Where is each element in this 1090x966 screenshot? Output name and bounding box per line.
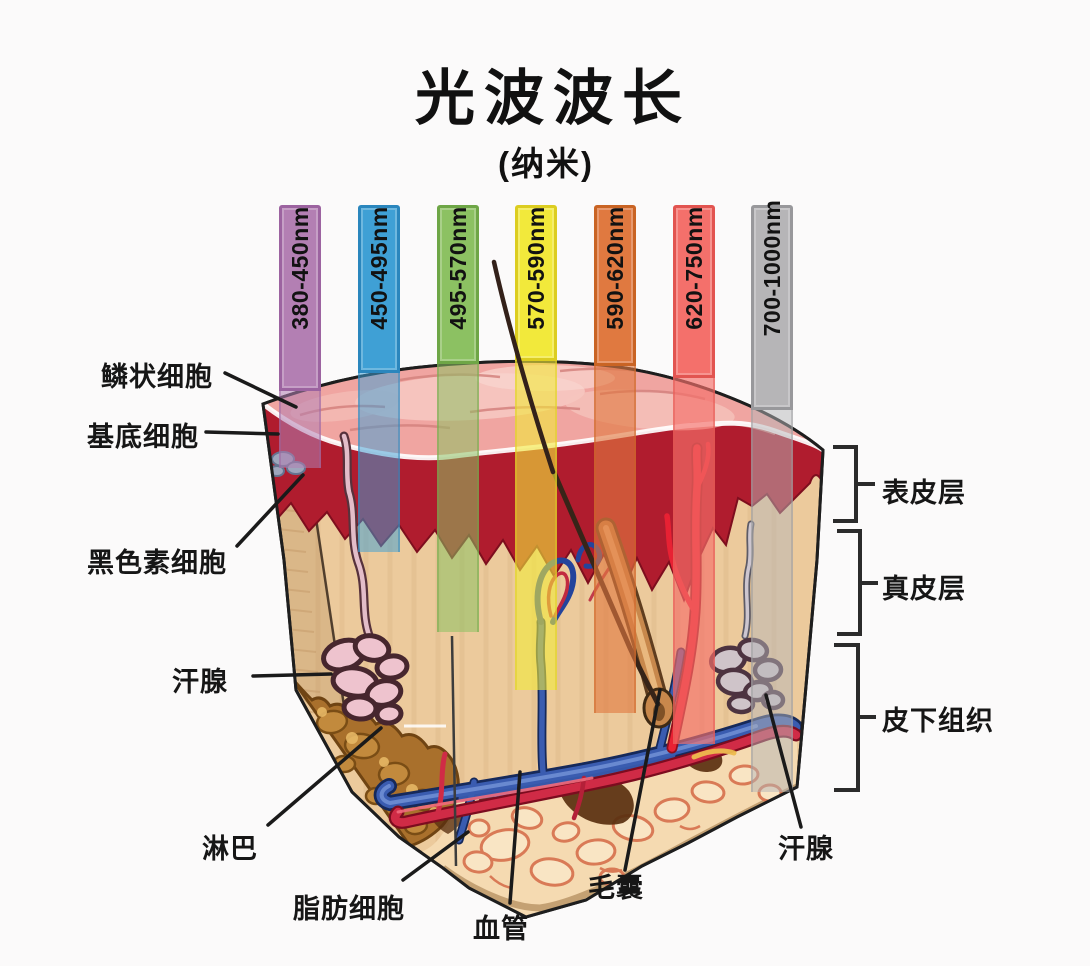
wavelength-bar-solid	[358, 205, 400, 373]
leader-melanocyte	[235, 473, 305, 548]
label-fat-cell: 脂肪细胞	[293, 894, 405, 924]
leader-sweat-gland-left	[251, 672, 333, 678]
label-melanocyte: 黑色素细胞	[87, 548, 227, 578]
page-subtitle: (纳米)	[498, 145, 594, 182]
wavelength-bar-penetration	[673, 378, 715, 744]
leader-hair-follicle	[623, 688, 662, 872]
label-dermis-layer: 真皮层	[882, 574, 966, 604]
label-hair-follicle: 毛囊	[588, 873, 644, 903]
wavelength-bar-penetration	[594, 366, 636, 713]
wavelength-bar-solid	[515, 205, 557, 361]
wavelength-bar-450-495nm: 450-495nm	[358, 205, 400, 552]
leader-squamous-cell	[223, 371, 298, 409]
wavelength-bar-solid	[673, 205, 715, 378]
wavelength-bar-380-450nm: 380-450nm	[279, 205, 321, 468]
thin-divider-line	[450, 635, 458, 867]
wavelength-bar-solid	[437, 205, 479, 364]
wavelength-bar-penetration	[751, 410, 793, 792]
sweat-gland-left	[321, 431, 410, 726]
wavelength-bar-penetration	[437, 364, 479, 632]
wavelength-bar-penetration	[358, 373, 400, 552]
bracket-subcutaneous	[834, 643, 876, 792]
leader-basal-cell	[204, 430, 280, 436]
wavelength-bar-590-620nm: 590-620nm	[594, 205, 636, 713]
label-lymph: 淋巴	[202, 834, 258, 864]
bracket-dermis	[837, 529, 878, 636]
wavelength-bar-620-750nm: 620-750nm	[673, 205, 715, 744]
label-basal-cell: 基底细胞	[87, 422, 199, 452]
wavelength-bar-solid	[279, 205, 321, 391]
label-subcutaneous-layer: 皮下组织	[882, 706, 994, 736]
bracket-epidermis	[833, 445, 875, 523]
hair-shaft-above-surface	[491, 259, 556, 475]
leader-blood-vessel	[508, 770, 522, 905]
wavelength-bar-solid	[751, 205, 793, 410]
page-title: 光波波长	[415, 65, 691, 132]
leader-lymph	[266, 726, 383, 827]
label-sweat-gland-left: 汗腺	[172, 667, 228, 697]
layer-brackets	[833, 445, 878, 792]
leader-fat-cell	[401, 830, 470, 882]
label-blood-vessel: 血管	[473, 914, 529, 944]
label-sweat-gland-right: 汗腺	[778, 834, 834, 864]
wavelength-bar-solid	[594, 205, 636, 366]
leader-lines	[204, 371, 803, 905]
wavelength-bar-700-1000nm: 700-1000nm	[751, 200, 793, 792]
label-squamous-cell: 鳞状细胞	[101, 362, 213, 392]
wavelength-bar-495-570nm: 495-570nm	[437, 205, 479, 632]
leader-sweat-gland-right	[764, 693, 803, 829]
label-epidermis-layer: 表皮层	[882, 478, 966, 508]
